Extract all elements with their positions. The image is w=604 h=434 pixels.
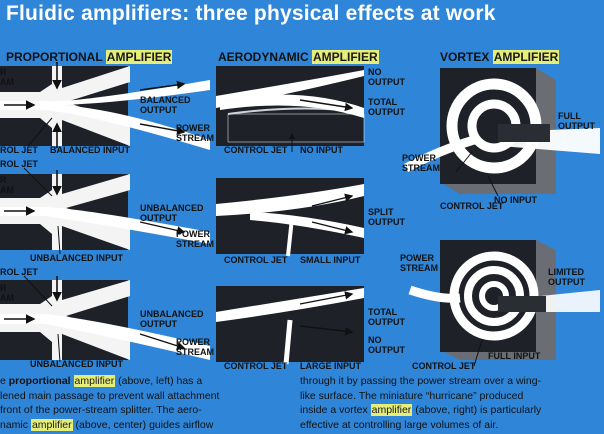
label-control-jet: ROL JET [0,145,38,155]
label-balanced-output: BALANCED OUTPUT [140,95,191,115]
proportional-heading-text: PROPORTIONAL [6,50,106,64]
label-power-stream: POWER STREAM [176,337,214,357]
label-power-stream: POWER STREAM [400,253,438,273]
highlighted-word: amplifier [73,375,116,387]
aerodynamic-amplifier-small-input [216,178,364,257]
label-large-input: LARGE INPUT [300,361,362,371]
label-limited-output: LIMITED OUTPUT [548,267,585,287]
highlighted-word: amplifier [370,404,413,416]
vortex-amplifier-full-input [408,240,600,367]
label-power-stream: POWER STREAM [176,229,214,249]
label-split-output: SPLIT OUTPUT [368,207,405,227]
caption-line: namic amplifier (above, center) guides a… [0,418,278,433]
label-no-output: NO OUTPUT [368,335,405,355]
label-full-output: FULL OUTPUT [558,111,595,131]
vortex-column-heading: VORTEX AMPLIFIER [440,50,560,64]
caption-text: e [0,375,9,387]
label-unbalanced-output: UNBALANCED OUTPUT [140,203,204,223]
caption-text: namic [0,418,31,431]
label-am: AM [0,77,14,87]
label-r: R [0,175,7,185]
label-total-output: TOTAL OUTPUT [368,97,405,117]
label-unbalanced-output: UNBALANCED OUTPUT [140,309,204,329]
caption-line: like surface. The miniature “hurricane” … [300,389,524,402]
aerodynamic-amplifier-large-input [216,286,364,365]
caption-text: (above, center) guides airflow [72,418,214,431]
label-am: AM [0,185,14,195]
proportional-column-heading: PROPORTIONAL AMPLIFIER [6,50,173,64]
caption-text: (above, left) has a [115,375,203,387]
label-balanced-input: BALANCED INPUT [50,145,130,155]
aerodynamic-amplifier-no-input [216,66,365,152]
label-control-jet: CONTROL JET [224,145,288,155]
label-no-output: NO OUTPUT [368,67,405,87]
label-full-input: FULL INPUT [488,351,541,361]
label-unbalanced-input: UNBALANCED INPUT [30,359,123,369]
vortex-amplifier-no-input [403,68,600,197]
caption-line: effective at controlling large volumes o… [300,418,499,431]
label-unbalanced-input: UNBALANCED INPUT [30,253,123,263]
caption-line: front of the power-stream splitter. The … [0,404,202,416]
label-control-jet: CONTROL JET [440,201,504,211]
label-control-jet: ROL JET [0,159,38,169]
page-title: Fluidic amplifiers: three physical effec… [6,2,496,25]
highlighted-word: amplifier [30,418,73,431]
vortex-heading-text: VORTEX [440,50,493,64]
caption-line: e proportional amplifier (above, left) h… [0,374,278,389]
label-small-input: SMALL INPUT [300,255,361,265]
aerodynamic-heading-text: AERODYNAMIC [218,50,313,64]
caption-bold-text: proportional [8,375,71,387]
label-am: AM [0,293,14,303]
label-control-jet: CONTROL JET [224,361,288,371]
label-control-jet: CONTROL JET [224,255,288,265]
proportional-amplifier-unbalanced-2 [0,275,210,363]
label-r: R [0,283,7,293]
caption-line: lened main passage to prevent wall attac… [0,389,220,402]
label-r: R [0,67,7,77]
proportional-amplifier-balanced [0,62,210,150]
label-power-stream: POWER STREAM [402,153,440,173]
highlighted-word: AMPLIFIER [312,50,379,64]
caption-line: through it by passing the power stream o… [300,375,542,387]
label-power-stream: POWER STREAM [176,123,214,143]
label-control-jet: ROL JET [0,267,38,277]
label-control-jet: CONTROL JET [412,361,476,371]
caption-right-column: through it by passing the power stream o… [300,374,590,432]
highlighted-word: AMPLIFIER [105,50,173,64]
caption-text: inside a vortex [300,404,371,416]
label-no-input: NO INPUT [300,145,344,155]
aerodynamic-column-heading: AERODYNAMIC AMPLIFIER [218,50,379,64]
label-total-output: TOTAL OUTPUT [368,307,405,327]
caption-line: inside a vortex amplifier (above, right)… [300,403,590,418]
highlighted-word: AMPLIFIER [492,50,560,64]
caption-left-column: e proportional amplifier (above, left) h… [0,374,278,432]
caption-text: (above, right) is particularly [412,404,542,416]
label-no-input: NO INPUT [494,195,538,205]
proportional-amplifier-unbalanced-1 [0,167,210,255]
